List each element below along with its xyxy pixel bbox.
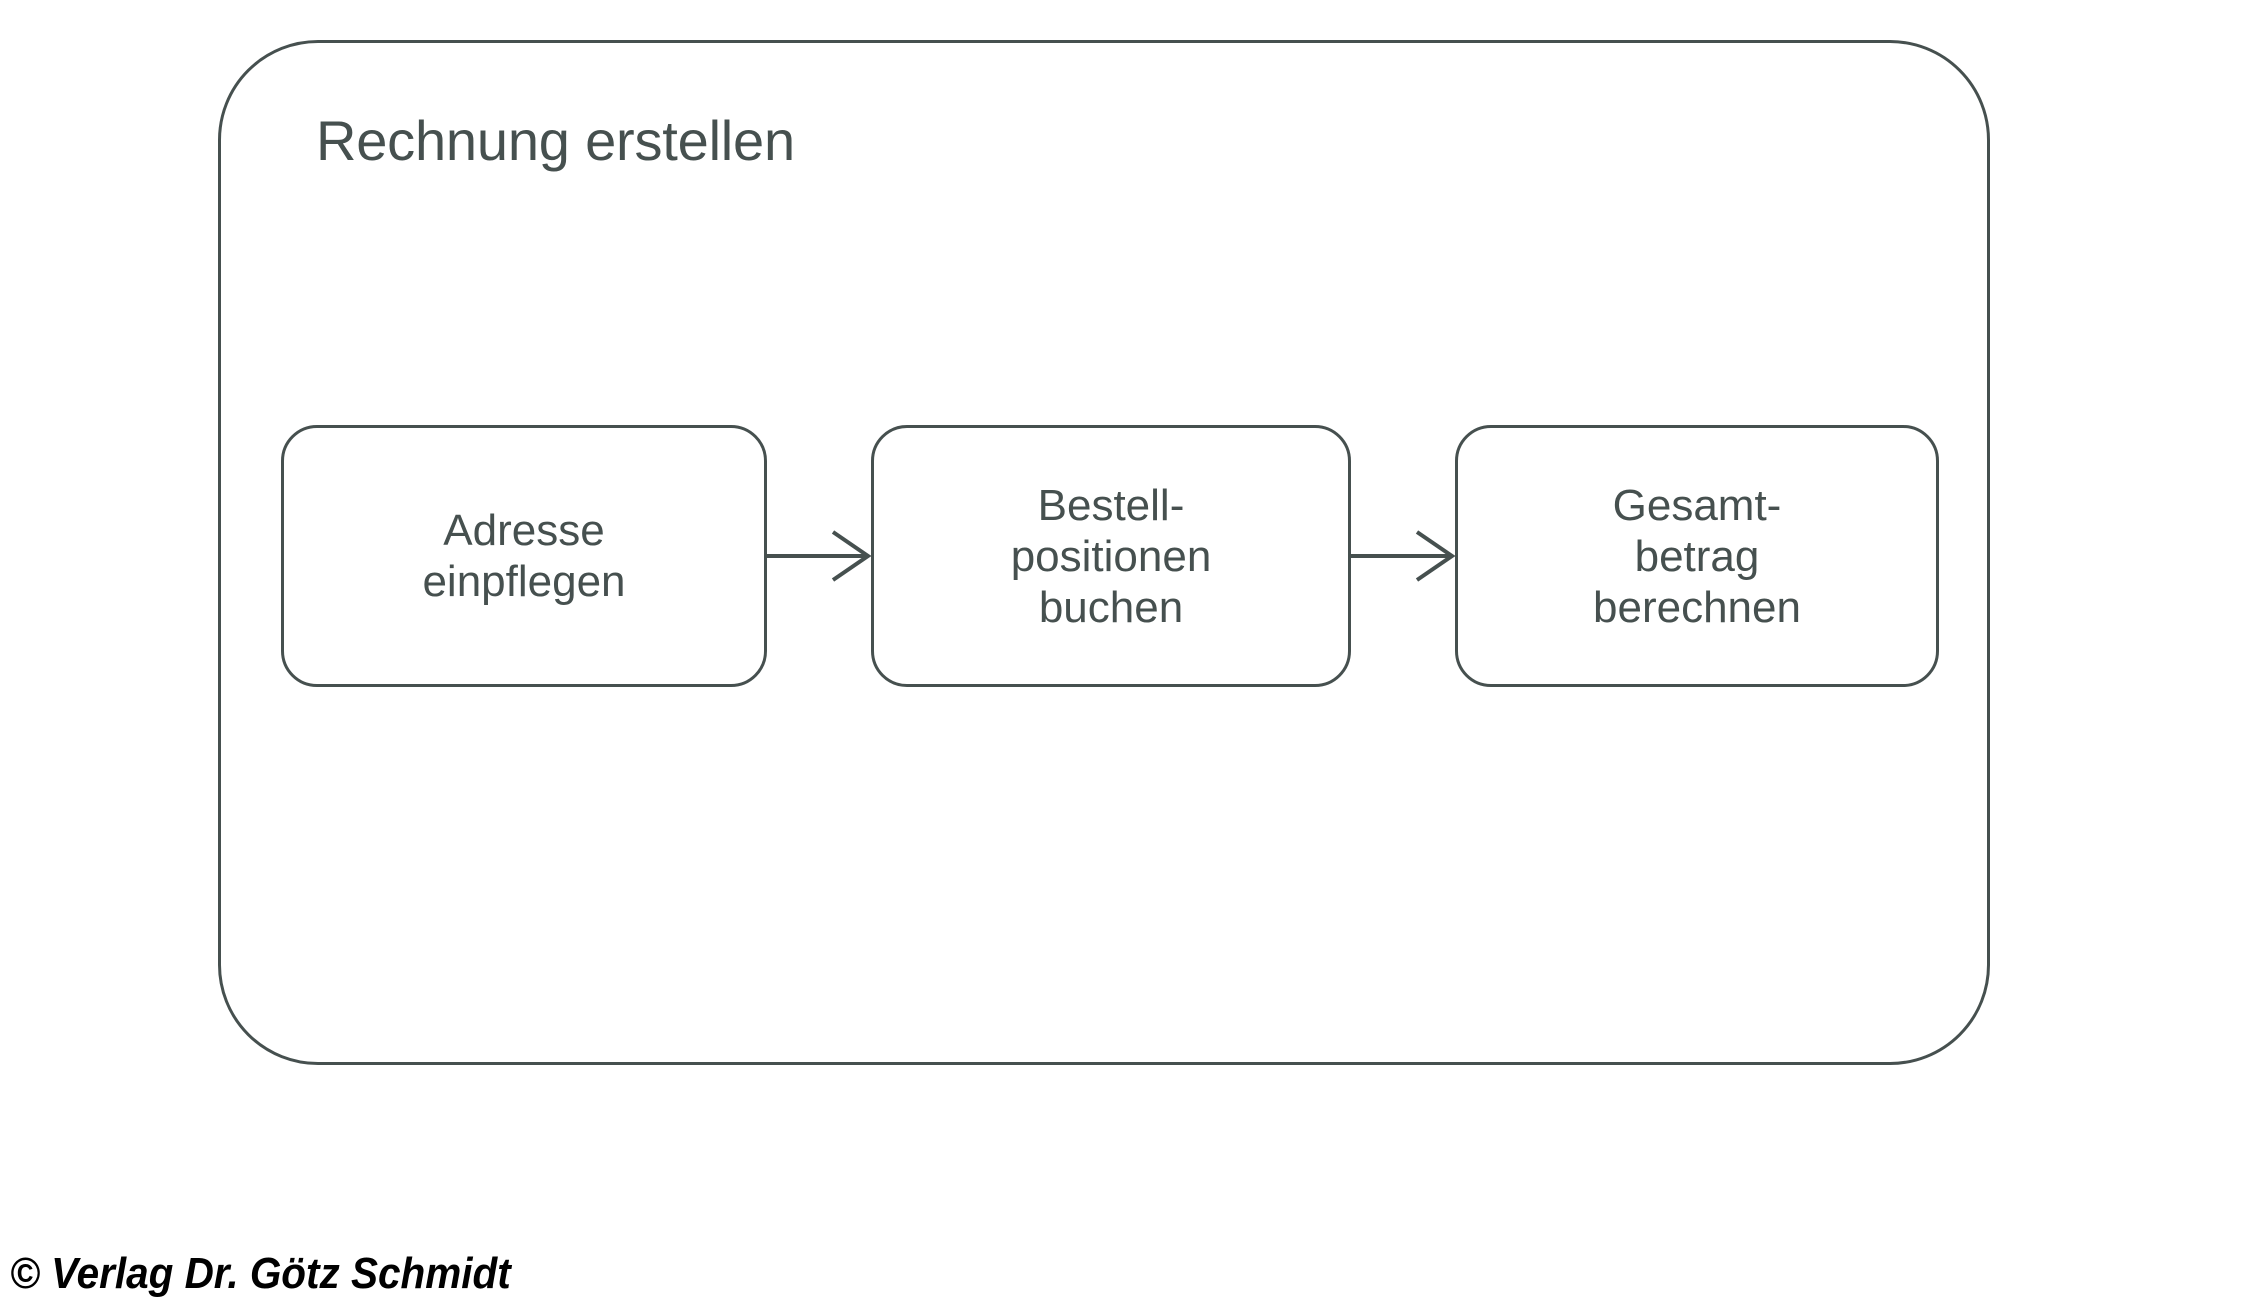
process-step-bestellpositionen-buchen[interactable]: Bestell- positionen buchen (871, 425, 1351, 687)
connector-arrow-step1-to-step2 (767, 526, 871, 586)
process-flow-row: Adresse einpflegen Bestell- positionen b… (281, 425, 1939, 687)
step-label: Adresse einpflegen (422, 506, 626, 606)
process-step-gesamtbetrag-berechnen[interactable]: Gesamt- betrag berechnen (1455, 425, 1939, 687)
connector-arrow-step2-to-step3 (1351, 526, 1455, 586)
page-title: Rechnung erstellen (316, 109, 795, 172)
step-label: Gesamt- betrag berechnen (1593, 480, 1801, 632)
step-label: Bestell- positionen buchen (1010, 480, 1212, 632)
copyright-notice: © Verlag Dr. Götz Schmidt (10, 1249, 511, 1298)
process-container: Rechnung erstellen Adresse einpflegen Be… (218, 40, 1990, 1065)
process-step-adresse-einpflegen[interactable]: Adresse einpflegen (281, 425, 767, 687)
